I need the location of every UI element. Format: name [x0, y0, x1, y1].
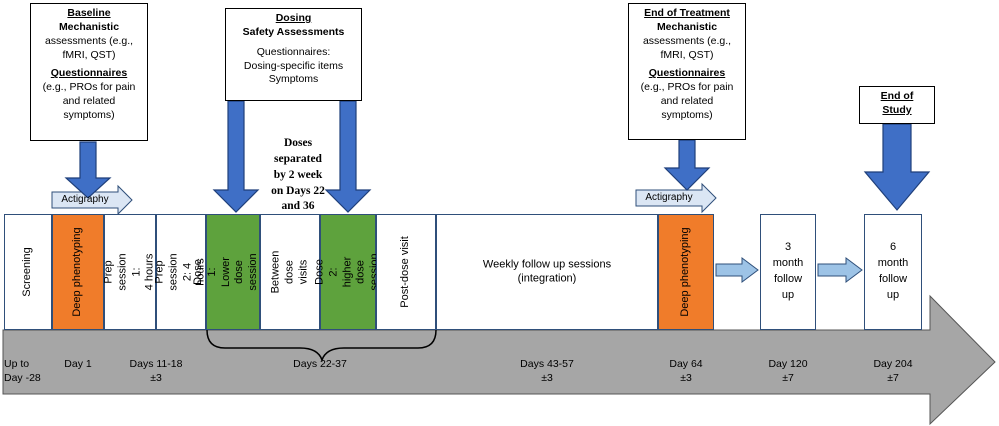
down-arrow-end-study — [863, 123, 931, 211]
stage-dose-1: Dose 1: Lower dose session 8 hour — [192, 214, 273, 330]
stage-post-dose-visit-label: Post-dose visit — [399, 236, 412, 308]
stage-dose-2-label: Dose 2: higher dose session — [313, 253, 381, 291]
stage-deep-phenotyping-2: Deep phenotyping — [658, 214, 714, 330]
baseline-line1: Mechanistic — [58, 20, 120, 33]
end-treatment-callout: End of Treatment Mechanistic assessments… — [628, 3, 746, 140]
stage-prep-session-2: Prep session 2: 4 hours — [154, 214, 207, 330]
stage-weekly-follow-up: Weekly follow up sessions (integration) — [436, 214, 658, 330]
stage-screening-label: Screening — [21, 247, 34, 297]
connector-arrow-3month — [715, 257, 759, 283]
dosing-questionnaires-title: Questionnaires: — [256, 45, 331, 58]
baseline-questionnaires-text: (e.g., PROs for pain and related symptom… — [42, 81, 136, 122]
end-treatment-questionnaires-text: (e.g., PROs for pain and related symptom… — [640, 81, 734, 122]
baseline-line2: assessments (e.g., fMRI, QST) — [44, 34, 134, 61]
timeline-arrow — [2, 294, 996, 426]
end-treatment-questionnaires-title: Questionnaires — [648, 67, 726, 80]
end-study-callout: End of Study — [859, 86, 935, 124]
baseline-title: Baseline — [67, 7, 111, 19]
dosing-title: Dosing — [275, 12, 312, 24]
stage-prep-session-1-label: Prep session 1: 4 hours — [102, 253, 156, 291]
stage-6-month-follow-up-label: 6 month follow up — [877, 241, 909, 301]
down-arrow-end-treatment — [663, 139, 711, 191]
day-label-day-64: Day 64 ±3 — [669, 358, 703, 384]
stage-3-month-follow-up: 3 month follow up — [760, 214, 816, 330]
baseline-callout: Baseline Mechanistic assessments (e.g., … — [30, 3, 148, 141]
down-arrow-dose1 — [212, 100, 260, 213]
day-label-dosing: Days 22-37 — [293, 358, 347, 370]
stage-deep-phenotyping-1-label: Deep phenotyping — [71, 227, 84, 317]
stage-prep-session-1: Prep session 1: 4 hours — [102, 214, 156, 330]
end-treatment-title: End of Treatment — [644, 7, 730, 19]
stage-deep-phenotyping-1: Deep phenotyping — [52, 214, 104, 330]
stage-weekly-follow-up-label: Weekly follow up sessions (integration) — [482, 258, 612, 285]
end-study-title: End of Study — [880, 90, 914, 116]
stage-between-dose-visits-label: Between dose visits — [269, 250, 309, 294]
stage-screening: Screening — [4, 214, 52, 330]
connector-arrow-6month — [817, 257, 863, 283]
day-label-screening: Up to Day -28 — [4, 358, 41, 384]
dosing-questionnaires-text: Dosing-specific items Symptoms — [243, 59, 344, 86]
end-treatment-line2: assessments (e.g., fMRI, QST) — [642, 34, 732, 61]
day-label-weekly: Days 43-57 ±3 — [520, 358, 574, 384]
stage-post-dose-visit: Post-dose visit — [376, 214, 436, 330]
down-arrow-baseline — [64, 141, 112, 199]
dosing-callout: Dosing Safety Assessments Questionnaires… — [225, 8, 362, 101]
day-label-day-1: Day 1 — [64, 358, 92, 370]
actigraphy-arrow-1 — [51, 184, 133, 216]
stage-deep-phenotyping-2-label: Deep phenotyping — [679, 227, 692, 317]
baseline-questionnaires-title: Questionnaires — [50, 67, 128, 80]
doses-separated-note: Doses separated by 2 week on Days 22 and… — [271, 137, 325, 213]
day-label-day-204: Day 204 ±7 — [873, 358, 913, 384]
actigraphy-arrow-2 — [635, 182, 717, 214]
actigraphy-label-1: Actigraphy — [61, 194, 109, 205]
day-label-day-120: Day 120 ±7 — [768, 358, 808, 384]
day-label-prep: Days 11-18 ±3 — [129, 358, 183, 384]
stage-between-dose-visits: Between dose visits — [260, 214, 320, 330]
end-treatment-line1: Mechanistic — [656, 20, 718, 33]
stage-3-month-follow-up-label: 3 month follow up — [772, 241, 804, 301]
stage-6-month-follow-up: 6 month follow up — [864, 214, 922, 330]
dose-brace — [206, 329, 437, 363]
down-arrow-dose2 — [324, 100, 372, 213]
stage-dose-2: Dose 2: higher dose session — [314, 214, 381, 330]
dosing-subtitle: Safety Assessments — [242, 25, 345, 38]
actigraphy-label-2: Actigraphy — [645, 192, 693, 203]
